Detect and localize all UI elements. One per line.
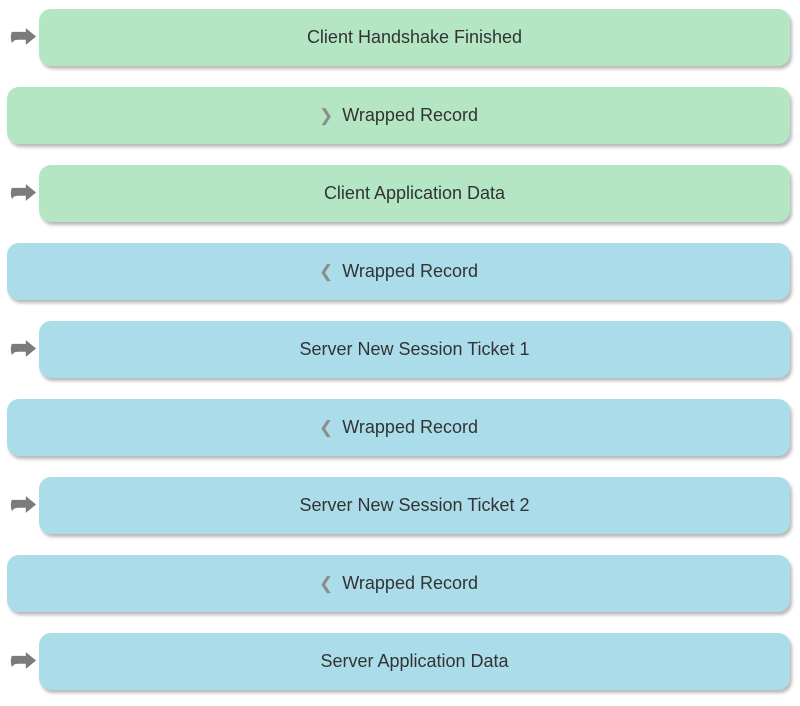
record-bar[interactable]: Client Application Data — [39, 165, 790, 222]
record-bar[interactable]: Client Handshake Finished — [39, 9, 790, 66]
record-bar[interactable]: ❮ Wrapped Record — [7, 399, 790, 456]
record-bar[interactable]: ❮ Wrapped Record — [7, 555, 790, 612]
direction-chevron-icon: ❮ — [319, 262, 334, 281]
expand-arrow-icon — [10, 651, 37, 669]
direction-chevron-icon: ❮ — [319, 418, 334, 437]
record-bar[interactable]: ❯ Wrapped Record — [7, 87, 790, 144]
record-label: Wrapped Record — [342, 105, 478, 125]
record-label: Client Application Data — [323, 183, 506, 203]
record-label: Server New Session Ticket 1 — [299, 339, 530, 359]
wrapped-record-row: ❮ Wrapped Record — [0, 399, 800, 456]
expand-arrow-icon — [10, 495, 37, 513]
record-row: Server New Session Ticket 2 — [0, 477, 800, 534]
expand-arrow-icon — [10, 27, 37, 45]
direction-chevron-icon: ❮ — [319, 574, 334, 593]
wrapped-record-row: ❮ Wrapped Record — [0, 555, 800, 612]
record-label: Server New Session Ticket 2 — [299, 495, 530, 515]
direction-chevron-icon: ❯ — [319, 106, 334, 125]
record-bar[interactable]: ❮ Wrapped Record — [7, 243, 790, 300]
record-label: Wrapped Record — [342, 417, 478, 437]
expand-arrow-icon — [10, 183, 37, 201]
record-label: Client Handshake Finished — [306, 27, 523, 47]
record-row: Client Application Data — [0, 165, 800, 222]
record-label: Server Application Data — [320, 651, 509, 671]
record-bar[interactable]: Server New Session Ticket 1 — [39, 321, 790, 378]
record-row: Server New Session Ticket 1 — [0, 321, 800, 378]
record-row: Server Application Data — [0, 633, 800, 690]
record-sequence: Client Handshake Finished ❯ Wrapped Reco… — [0, 9, 800, 690]
record-row: Client Handshake Finished — [0, 9, 800, 66]
record-label: Wrapped Record — [342, 261, 478, 281]
record-label: Wrapped Record — [342, 573, 478, 593]
wrapped-record-row: ❮ Wrapped Record — [0, 243, 800, 300]
record-bar[interactable]: Server Application Data — [39, 633, 790, 690]
expand-arrow-icon — [10, 339, 37, 357]
record-bar[interactable]: Server New Session Ticket 2 — [39, 477, 790, 534]
wrapped-record-row: ❯ Wrapped Record — [0, 87, 800, 144]
